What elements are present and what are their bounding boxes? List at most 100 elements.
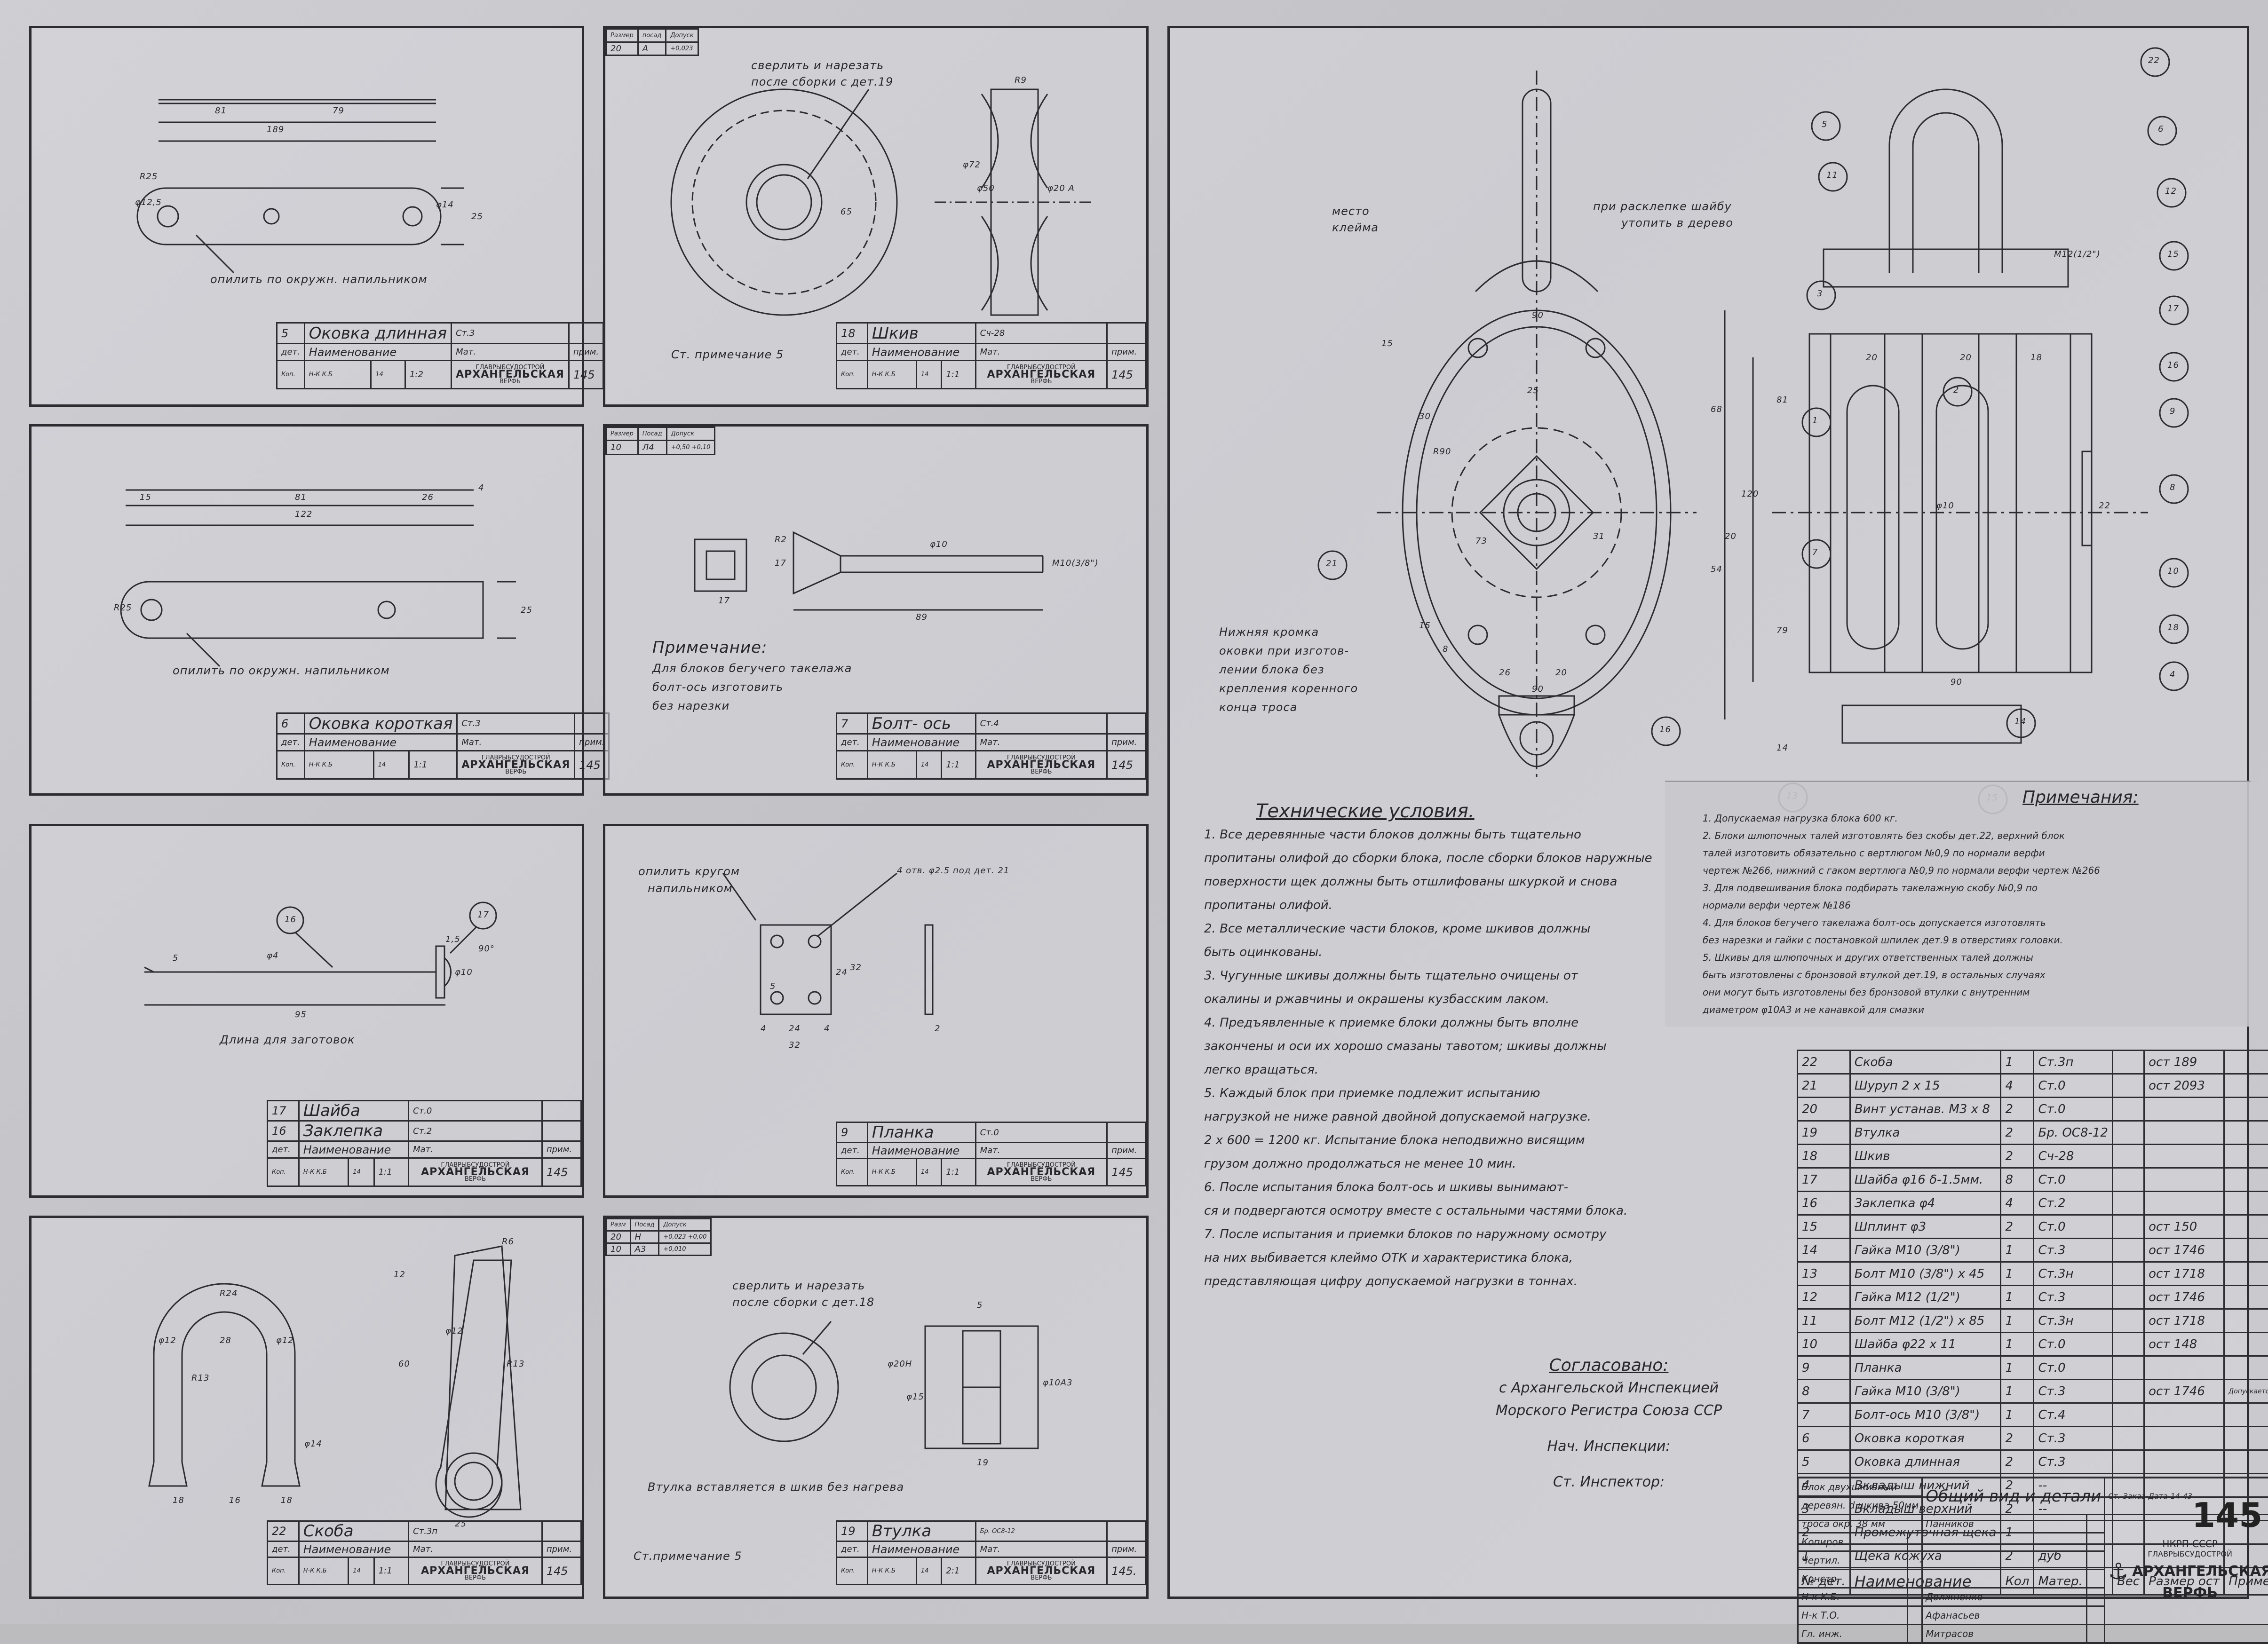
part-19-hdr-rem: прим. xyxy=(1107,1541,1146,1557)
part-18-caption: Ст. примечание 5 xyxy=(671,348,784,361)
part-16-hdr-rem: прим. xyxy=(542,1141,581,1158)
bom-cell xyxy=(2144,1145,2224,1168)
bom-cell xyxy=(2112,1380,2144,1403)
agreed-block: Согласовано: с Архангельской Инспекцией … xyxy=(1496,1354,1722,1494)
part-17-callout: 17 xyxy=(477,910,489,920)
part-7-note-line-2: болт-ось изготовить xyxy=(652,680,783,694)
bom-cell: Шайба φ22 х 11 xyxy=(1850,1333,2001,1356)
part-18-dim-b: φ72 xyxy=(963,160,981,170)
bom-cell: 14 xyxy=(1798,1239,1850,1262)
part-22-scale: 1:1 xyxy=(374,1557,408,1585)
part-16-dim-c: 95 xyxy=(295,1010,307,1020)
asm-note-kromka-5: конца троса xyxy=(1219,701,1297,714)
bom-cell: 17 xyxy=(1798,1168,1850,1192)
part-5-scale: 1:2 xyxy=(405,361,451,389)
part-19-no: 19 xyxy=(837,1521,868,1541)
notes-line-9: быть изготовлены с бронзовой втулкой дет… xyxy=(1703,966,2139,984)
callout-22: 22 xyxy=(2148,55,2160,65)
part-19-hdr-mat: Мат. xyxy=(975,1541,1107,1557)
agreed-line-3: Нач. Инспекции: xyxy=(1496,1435,1722,1458)
tech-line-7: окалины и ржавчины и окрашены кузбасским… xyxy=(1204,988,1652,1011)
part-22-row-kop: Коп. xyxy=(268,1557,299,1585)
part-16-hdr-det: дет. xyxy=(268,1141,299,1158)
bom-cell: Болт М10 (3/8") х 45 xyxy=(1850,1262,2001,1286)
bom-cell: Гайка М12 (1/2") xyxy=(1850,1286,2001,1309)
part-5-note: опилить по окружн. напильником xyxy=(210,273,428,286)
bom-cell: Сч-28 xyxy=(2034,1145,2113,1168)
callout-17: 17 xyxy=(2167,304,2179,314)
part-18-dim-a: 65 xyxy=(841,207,852,217)
bom-cell: 1 xyxy=(2001,1333,2034,1356)
tech-line-10: легко вращаться. xyxy=(1204,1058,1652,1082)
bom-cell: 1 xyxy=(2001,1286,2034,1309)
part-18-dim-d: φ20 А xyxy=(1047,183,1075,193)
asm-note-kleima: клейма xyxy=(1332,221,1379,234)
bom-cell: ост 189 xyxy=(2144,1051,2224,1074)
part-7-hdr-mat: Мат. xyxy=(975,734,1107,751)
asm-dim-s: 18 xyxy=(2030,353,2042,363)
stamp-role-4: Н-к Т.О. xyxy=(1798,1606,1907,1625)
part-16-mat: Ст.2 xyxy=(409,1121,542,1141)
bom-cell: 5 xyxy=(1798,1450,1850,1474)
notes-line-11: диаметром φ10А3 и не канавкой для смазки xyxy=(1703,1001,2139,1019)
panel-part-6: 15 81 26 122 4 R25 25 опилить по окружн.… xyxy=(29,424,584,796)
part-22-dim-b: 28 xyxy=(220,1336,231,1345)
stamp-role-3: Н-к К.Б. xyxy=(1798,1588,1907,1606)
part-5-no: 5 xyxy=(277,323,305,344)
bom-cell xyxy=(2224,1333,2268,1356)
bom-cell xyxy=(2224,1239,2268,1262)
part-5-qty: 14 xyxy=(371,361,405,389)
part-6-hdr-name: Наименование xyxy=(304,734,457,751)
bom-cell: 4 xyxy=(2001,1074,2034,1098)
part-22-hdr-mat: Мат. xyxy=(409,1541,542,1557)
bom-cell xyxy=(2144,1356,2224,1380)
part-19-dim-a: φ20Н xyxy=(888,1359,912,1369)
notes-line-2: талей изготовить обязательно с вертлюгом… xyxy=(1703,845,2139,862)
notes-title: Примечания: xyxy=(2022,785,2139,810)
part-19-mat: Бр. ОС8-12 xyxy=(975,1521,1107,1541)
stamp-name-1 xyxy=(1922,1551,2087,1570)
bom-cell: 8 xyxy=(2001,1168,2034,1192)
bom-cell: Ст.3 xyxy=(2034,1286,2113,1309)
part-9-dim-b: 24 xyxy=(789,1024,801,1034)
part-22-dim-i: 18 xyxy=(281,1495,293,1505)
asm-dim-w: φ10 xyxy=(1936,501,1954,511)
stamp-name-2 xyxy=(1922,1570,2087,1588)
asm-dim-j: 20 xyxy=(1555,668,1567,678)
part-9-dim-c: 4 xyxy=(761,1024,766,1034)
bom-cell xyxy=(2144,1450,2224,1474)
bom-cell xyxy=(2112,1262,2144,1286)
part-18-nk: Н-К К.Б xyxy=(867,361,916,389)
part-5-hdr-name: Наименование xyxy=(304,344,451,361)
asm-dim-h: 8 xyxy=(1443,644,1448,654)
part-22-hdr-det: дет. xyxy=(268,1541,299,1557)
part-9-hdr-name: Наименование xyxy=(867,1143,975,1159)
bom-cell xyxy=(2112,1427,2144,1450)
bom-cell: Ст.0 xyxy=(2034,1215,2113,1239)
tech-line-5: быть оцинкованы. xyxy=(1204,941,1652,964)
part-7-dim-b: 17 xyxy=(775,558,786,568)
bom-cell: Ст.0 xyxy=(2034,1074,2113,1098)
part-22-dim-a: R24 xyxy=(220,1288,238,1298)
part-16-caption: Длина для заготовок xyxy=(220,1033,355,1046)
asm-dim-a: 15 xyxy=(1381,339,1393,348)
bom-cell: 15 xyxy=(1798,1215,1850,1239)
part-18-qty: 14 xyxy=(916,361,942,389)
part-19-scale: 2:1 xyxy=(942,1557,975,1585)
part-22-qty: 14 xyxy=(349,1557,374,1585)
notes-line-1: 2. Блоки шлюпочных талей изготовлять без… xyxy=(1703,827,2139,845)
bom-cell: 1 xyxy=(2001,1380,2034,1403)
asm-dim-x: 22 xyxy=(2099,501,2110,511)
part-16-name: Заклепка xyxy=(299,1121,408,1141)
bom-cell: Ст.3 xyxy=(2034,1450,2113,1474)
